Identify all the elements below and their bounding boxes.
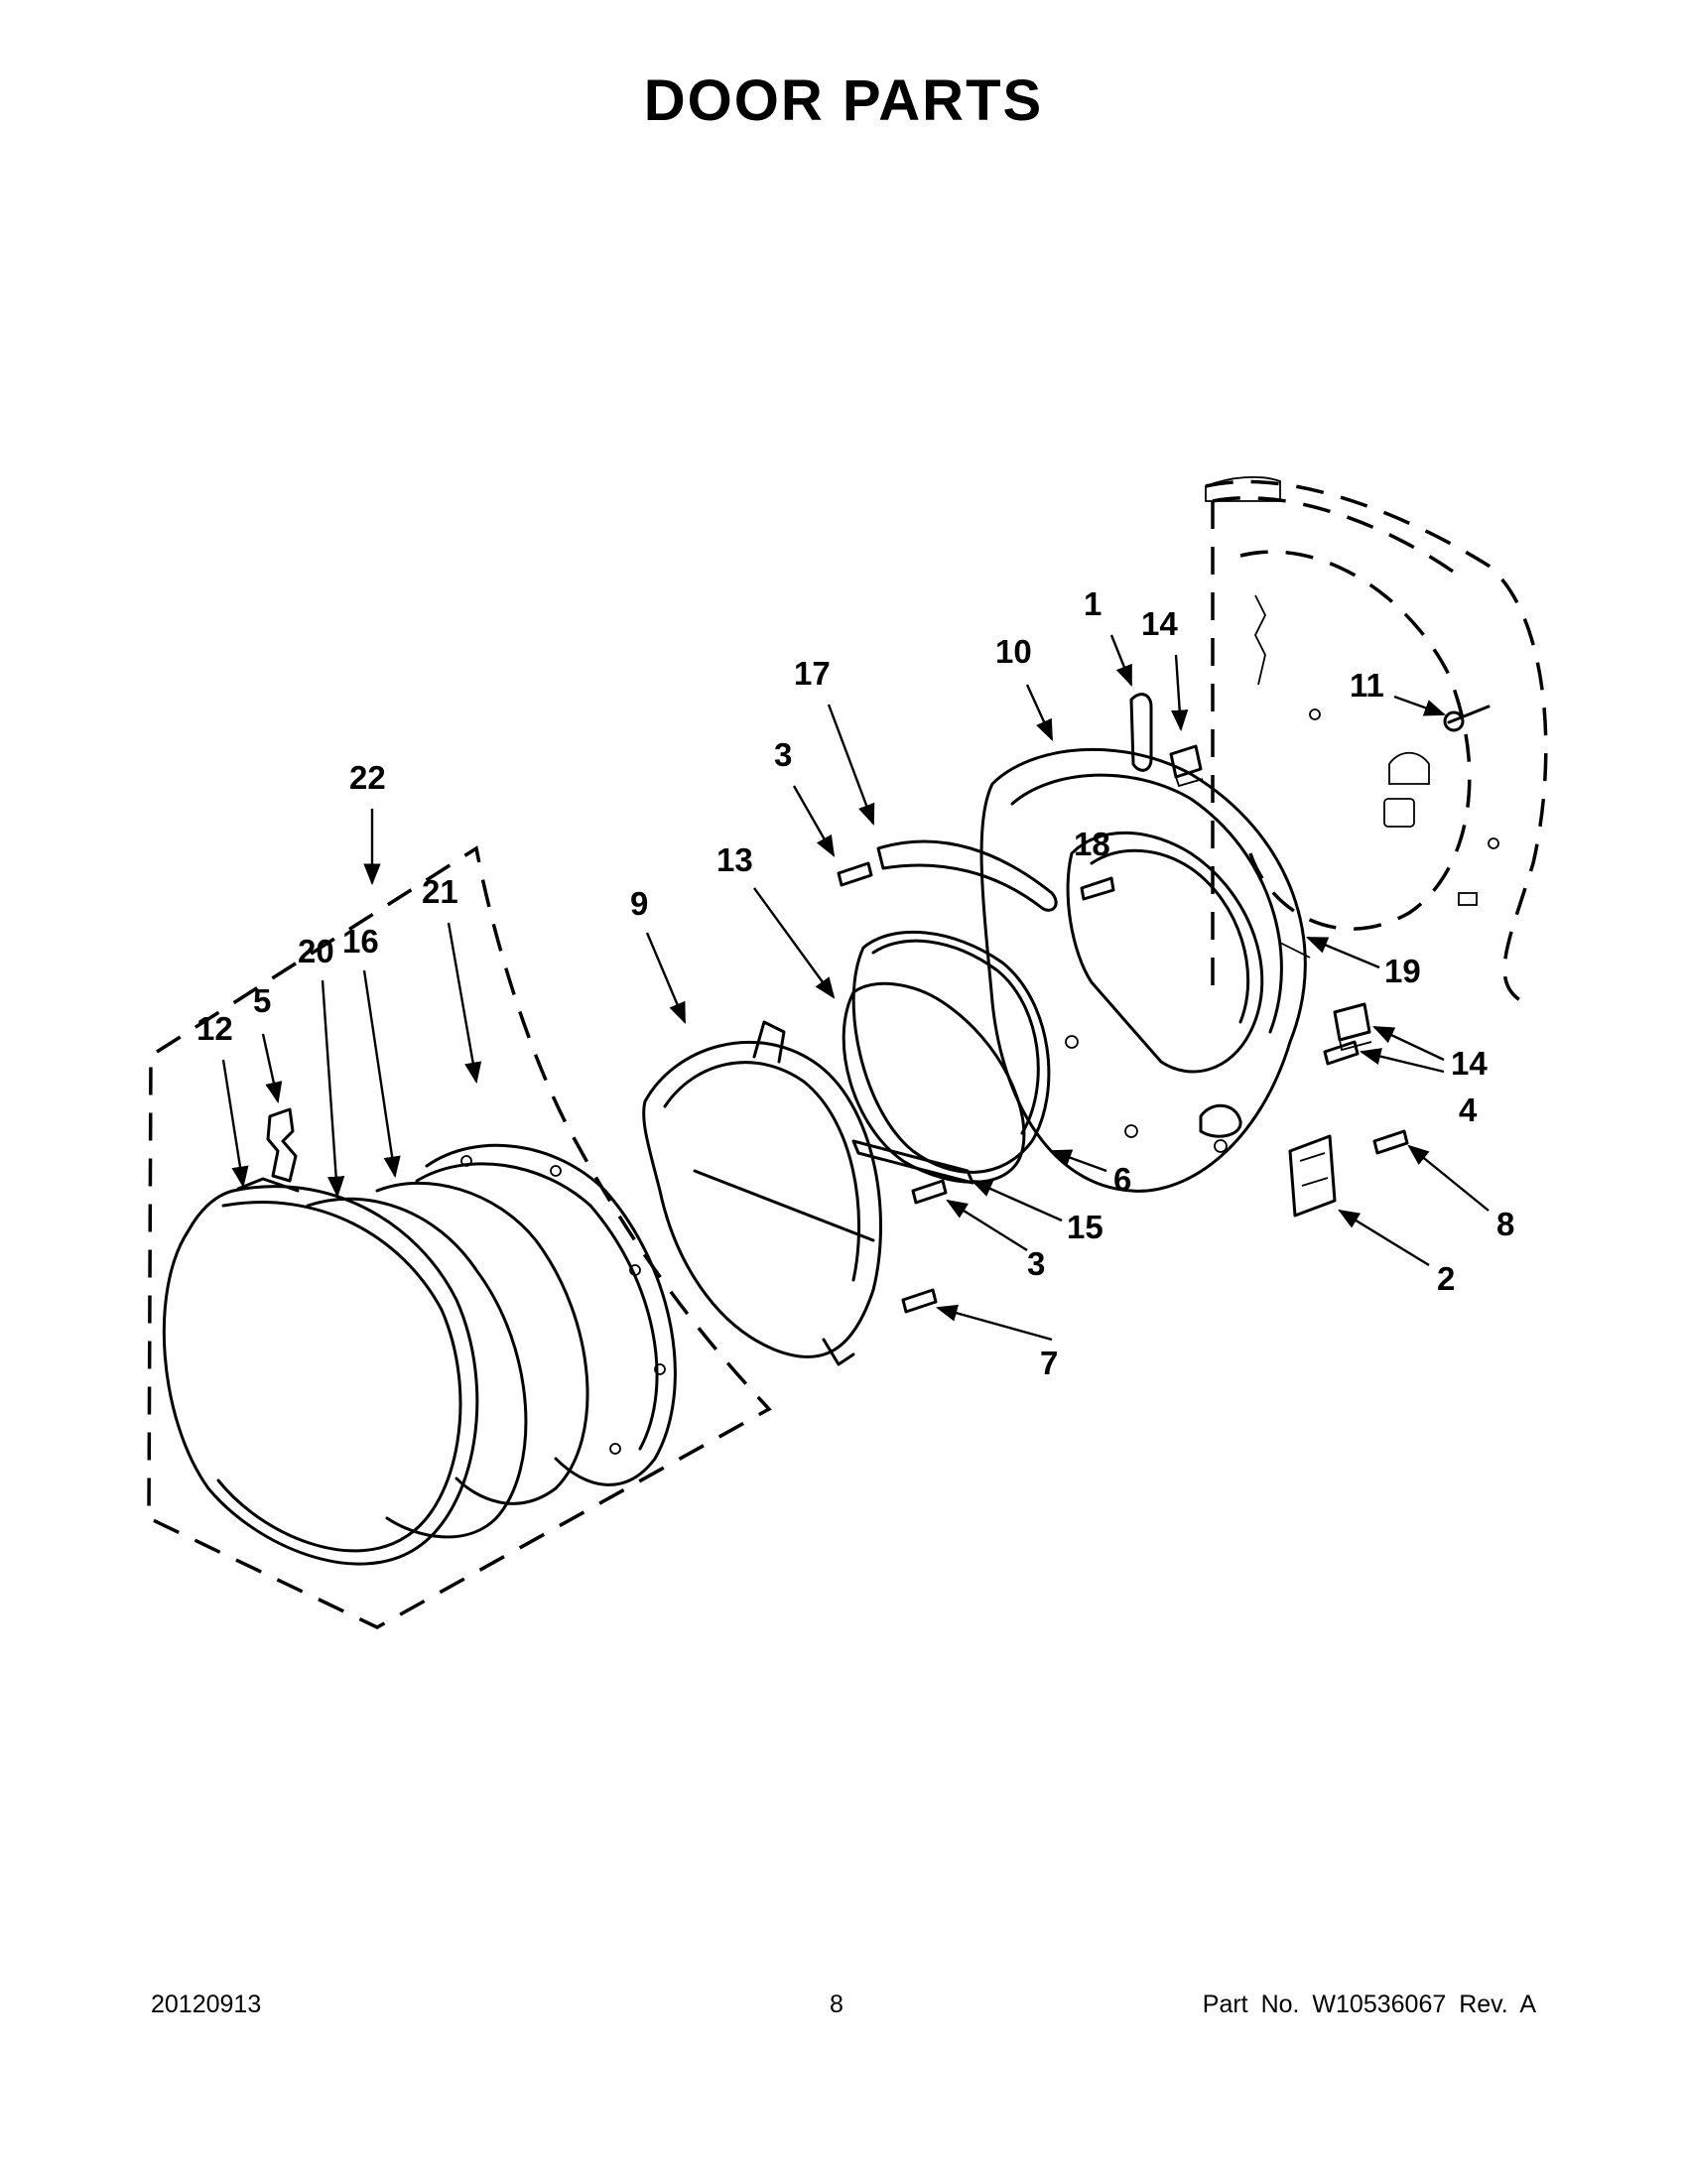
part-19-trim (1279, 942, 1311, 959)
page-title: DOOR PARTS (643, 68, 1044, 133)
callout-11: 11 (1350, 667, 1384, 704)
part-21-outer-frame (415, 1143, 677, 1486)
callout-19: 19 (1384, 953, 1421, 989)
callout-8: 8 (1496, 1206, 1514, 1242)
part-8-screw (1372, 1129, 1409, 1155)
part-20-outer-glass (306, 1197, 528, 1539)
callout-13: 13 (716, 841, 753, 878)
part-10-inner-door-frame (979, 747, 1307, 1193)
part-12-door-front (162, 1177, 479, 1566)
callout-14-lower: 14 (1451, 1045, 1488, 1082)
part-6-door-seal (851, 930, 1051, 1174)
callout-labels: 1 14 10 17 11 3 18 13 22 21 9 16 20 5 12… (196, 585, 1514, 1381)
part-17-bracket (876, 839, 1058, 912)
part-2-latch (1288, 1134, 1337, 1218)
part-18-screw (1080, 876, 1115, 901)
part-4-screw (1323, 1040, 1360, 1066)
callout-1: 1 (1084, 585, 1102, 622)
callout-3-upper: 3 (774, 736, 792, 773)
part-1-insert (1129, 693, 1153, 772)
part-13-inner-glass (842, 981, 1026, 1184)
part-14-hinge-lower (1333, 1002, 1372, 1052)
callout-17: 17 (794, 655, 831, 692)
part-7-screw (901, 1288, 938, 1314)
callout-10: 10 (995, 633, 1032, 670)
callout-21: 21 (422, 873, 458, 910)
callout-2: 2 (1437, 1260, 1455, 1297)
callout-5: 5 (253, 982, 271, 1019)
part-22-assembly-box (147, 845, 772, 1629)
callout-22: 22 (349, 759, 386, 796)
callout-7: 7 (1040, 1345, 1058, 1381)
part-15-strip (851, 1139, 974, 1185)
part-9-door-liner (642, 1020, 882, 1366)
callout-4: 4 (1459, 1092, 1478, 1128)
part-11-screw (1443, 705, 1491, 732)
callout-3-lower: 3 (1027, 1245, 1045, 1282)
leader-arrows (221, 634, 1490, 1342)
callout-14-upper: 14 (1141, 605, 1178, 642)
part-16-ring (375, 1181, 589, 1505)
callout-6: 6 (1113, 1161, 1131, 1198)
callout-20: 20 (298, 933, 334, 969)
cabinet-front-panel (1205, 476, 1548, 1004)
callout-18: 18 (1074, 826, 1110, 862)
footer-part-number: Part No. W10536067 Rev. A (1202, 1991, 1536, 2018)
callout-15: 15 (1067, 1209, 1103, 1245)
part-3-screw-lower (911, 1179, 948, 1205)
footer-date: 20120913 (151, 1991, 262, 2018)
callout-9: 9 (630, 885, 648, 922)
callout-12: 12 (196, 1010, 233, 1047)
part-3-screw-upper (837, 861, 873, 887)
part-14-hinge-upper (1169, 744, 1204, 788)
footer-page-number: 8 (830, 1991, 844, 2018)
callout-16: 16 (342, 923, 379, 960)
part-5-latch-bracket (266, 1107, 298, 1183)
